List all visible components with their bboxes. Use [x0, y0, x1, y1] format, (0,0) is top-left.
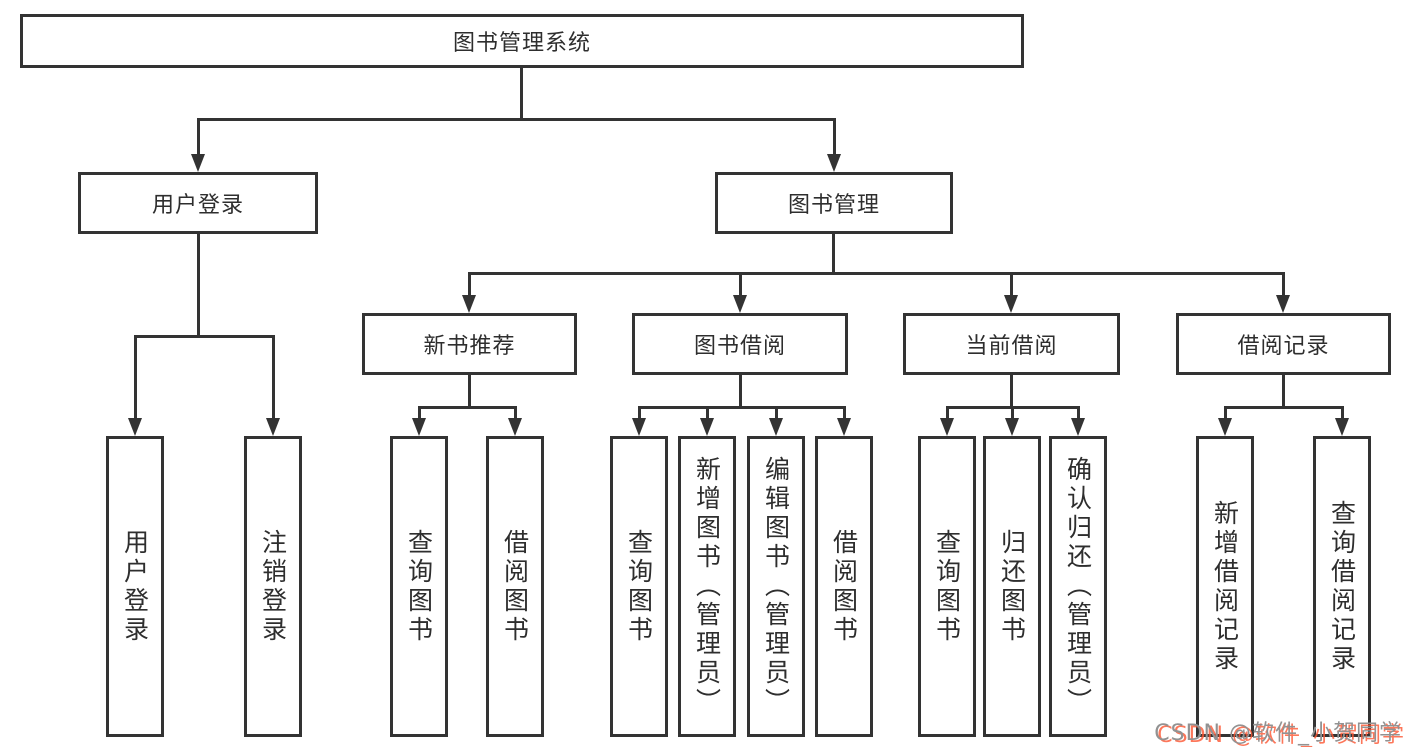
arrow-down-icon — [412, 418, 426, 436]
connector-line — [1224, 406, 1344, 409]
connector-line — [739, 272, 742, 296]
connector-line — [134, 335, 275, 338]
connector-line — [638, 406, 846, 409]
leaf-query-book-current-label: 查询图书 — [932, 528, 962, 645]
node-book-borrowing: 图书借阅 — [632, 313, 848, 375]
leaf-query-book-borrow-label: 查询图书 — [624, 528, 654, 645]
leaf-query-borrow-record: 查询借阅记录 — [1313, 436, 1371, 737]
leaf-user-login: 用户登录 — [106, 436, 164, 737]
connector-line — [1224, 406, 1227, 420]
leaf-query-borrow-record-label: 查询借阅记录 — [1327, 499, 1357, 674]
connector-line — [418, 406, 517, 409]
leaf-confirm-return-admin-label: 确认归还（管理员） — [1063, 456, 1093, 717]
leaf-return-book-label: 归还图书 — [997, 528, 1027, 645]
arrow-down-icon — [462, 295, 476, 313]
leaf-borrow-book-recommend-label: 借阅图书 — [500, 528, 530, 645]
leaf-borrow-book-label: 借阅图书 — [829, 528, 859, 645]
arrow-down-icon — [827, 154, 841, 172]
connector-line — [1282, 375, 1285, 406]
arrow-down-icon — [1071, 418, 1085, 436]
arrow-down-icon — [940, 418, 954, 436]
connector-line — [418, 406, 421, 420]
connector-line — [1010, 375, 1013, 406]
arrow-down-icon — [632, 418, 646, 436]
connector-line — [468, 272, 1285, 275]
leaf-logout-label: 注销登录 — [258, 528, 288, 645]
connector-line — [1010, 272, 1013, 296]
leaf-confirm-return-admin: 确认归还（管理员） — [1049, 436, 1107, 737]
connector-line — [197, 234, 200, 335]
node-book-borrowing-label: 图书借阅 — [693, 334, 786, 359]
connector-line — [843, 406, 846, 420]
arrow-down-icon — [1335, 418, 1349, 436]
leaf-query-book-recommend: 查询图书 — [390, 436, 448, 737]
connector-line — [739, 375, 742, 406]
arrow-down-icon — [700, 418, 714, 436]
leaf-borrow-book: 借阅图书 — [815, 436, 873, 737]
leaf-return-book: 归还图书 — [983, 436, 1041, 737]
leaf-add-borrow-record: 新增借阅记录 — [1196, 436, 1254, 737]
connector-line — [706, 406, 709, 420]
node-current-borrowing-label: 当前借阅 — [965, 334, 1058, 359]
leaf-edit-book-admin: 编辑图书（管理员） — [747, 436, 805, 737]
connector-line — [272, 335, 275, 420]
leaf-query-book-current: 查询图书 — [918, 436, 976, 737]
arrow-down-icon — [769, 418, 783, 436]
connector-line — [514, 406, 517, 420]
connector-line — [197, 118, 835, 121]
connector-line — [946, 406, 949, 420]
connector-line — [1282, 272, 1285, 296]
connector-line — [134, 335, 137, 420]
leaf-edit-book-admin-label: 编辑图书（管理员） — [761, 456, 791, 717]
node-new-book-recommendation-label: 新书推荐 — [423, 334, 516, 359]
arrow-down-icon — [266, 418, 280, 436]
arrow-down-icon — [1005, 418, 1019, 436]
connector-line — [468, 272, 471, 296]
leaf-add-book-admin: 新增图书（管理员） — [678, 436, 736, 737]
arrow-down-icon — [837, 418, 851, 436]
node-root: 图书管理系统 — [20, 14, 1024, 68]
connector-line — [197, 118, 200, 155]
connector-line — [775, 406, 778, 420]
connector-line — [520, 68, 523, 118]
node-user-login-label: 用户登录 — [151, 193, 244, 218]
connector-line — [1341, 406, 1344, 420]
connector-line — [638, 406, 641, 420]
leaf-user-login-label: 用户登录 — [120, 528, 150, 645]
arrow-down-icon — [1218, 418, 1232, 436]
node-book-management-label: 图书管理 — [787, 193, 880, 218]
leaf-query-book-borrow: 查询图书 — [610, 436, 668, 737]
watermark: CSDN @软件_小贺同学 — [1154, 721, 1402, 746]
leaf-borrow-book-recommend: 借阅图书 — [486, 436, 544, 737]
node-new-book-recommendation: 新书推荐 — [362, 313, 577, 375]
leaf-query-book-recommend-label: 查询图书 — [404, 528, 434, 645]
connector-line — [1077, 406, 1080, 420]
node-current-borrowing: 当前借阅 — [903, 313, 1120, 375]
arrow-down-icon — [508, 418, 522, 436]
arrow-down-icon — [733, 295, 747, 313]
arrow-down-icon — [1004, 295, 1018, 313]
connector-line — [833, 118, 836, 155]
arrow-down-icon — [1276, 295, 1290, 313]
leaf-add-borrow-record-label: 新增借阅记录 — [1210, 499, 1240, 674]
connector-line — [1011, 406, 1014, 420]
connector-line — [832, 234, 835, 272]
node-borrowing-records-label: 借阅记录 — [1237, 334, 1330, 359]
node-borrowing-records: 借阅记录 — [1176, 313, 1391, 375]
arrow-down-icon — [128, 418, 142, 436]
node-root-label: 图书管理系统 — [452, 31, 591, 56]
arrow-down-icon — [191, 154, 205, 172]
leaf-logout: 注销登录 — [244, 436, 302, 737]
node-user-login: 用户登录 — [78, 172, 318, 234]
connector-line — [468, 375, 471, 406]
node-book-management: 图书管理 — [715, 172, 953, 234]
leaf-add-book-admin-label: 新增图书（管理员） — [692, 456, 722, 717]
